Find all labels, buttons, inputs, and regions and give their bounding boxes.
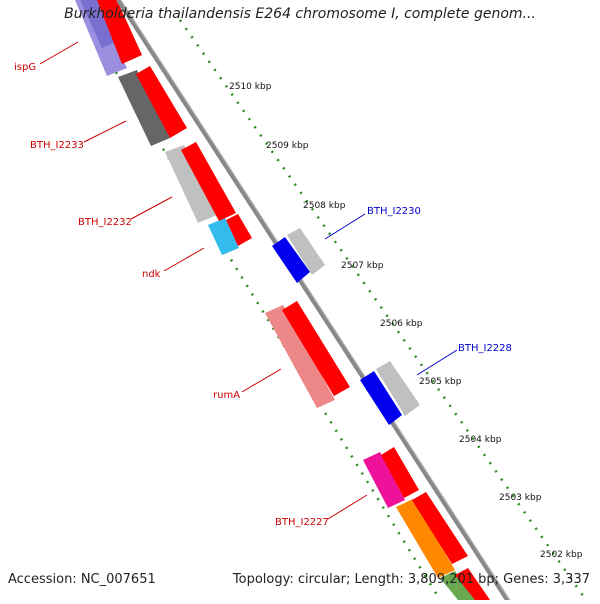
cds-blue-2: [360, 371, 402, 425]
accession-text: Accession: NC_007651: [8, 572, 156, 587]
ruler-label-2508: 2508 kbp: [303, 201, 346, 211]
ruler-label-2505: 2505 kbp: [419, 377, 462, 387]
cds-6: [381, 447, 419, 498]
ruler-label-2507: 2507 kbp: [341, 261, 384, 271]
ruler-label-2510: 2510 kbp: [229, 82, 272, 92]
cds-5: [282, 301, 350, 396]
BTH_I2232-leader: [130, 196, 173, 220]
ruler-label-2502: 2502 kbp: [540, 550, 583, 560]
BTH_I2233-box[interactable]: [118, 70, 170, 146]
cds-8: [455, 568, 490, 600]
forward-track: [97, 0, 490, 600]
BTH_I2232-box[interactable]: [165, 145, 217, 223]
BTH_I2227-box-pink[interactable]: [363, 452, 405, 508]
cds-7: [412, 492, 468, 564]
BTH_I2227-leader: [327, 494, 368, 520]
gene-label-rumA[interactable]: rumA: [213, 390, 240, 401]
BTH_I2228-box[interactable]: [376, 361, 420, 416]
gene-label-BTH_I2230[interactable]: BTH_I2230: [367, 206, 421, 217]
backbone-highlight: [120, 0, 511, 600]
BTH_I2230-leader: [324, 213, 366, 240]
next-gene-box-green[interactable]: [440, 571, 475, 600]
ruler-label-2503: 2503 kbp: [499, 493, 542, 503]
cds-3: [181, 142, 236, 221]
gene-labels: ispG BTH_I2233 BTH_I2232 ndk BTH_I2230 r…: [14, 41, 512, 528]
ruler-label-2504: 2504 kbp: [459, 435, 502, 445]
BTH_I2233-leader: [83, 120, 127, 143]
cds-1: [97, 0, 142, 64]
cds-4: [226, 214, 252, 246]
gene-label-ndk[interactable]: ndk: [142, 269, 161, 280]
gene-label-ispG[interactable]: ispG: [14, 62, 36, 73]
topology-text: Topology: circular; Length: 3,809,201 bp…: [232, 572, 590, 587]
ruler-labels: 2510 kbp 2509 kbp 2508 kbp 2507 kbp 2506…: [229, 82, 583, 560]
right-track: [272, 228, 420, 425]
gene-label-BTH_I2232[interactable]: BTH_I2232: [78, 217, 132, 228]
cds-2: [136, 66, 187, 138]
ruler-outer-line: [178, 19, 588, 600]
cds-blue-1: [272, 237, 310, 283]
ndk-leader: [163, 247, 205, 272]
BTH_I2228-leader: [416, 349, 458, 376]
ruler-label-2509: 2509 kbp: [266, 141, 309, 151]
ruler-label-2506: 2506 kbp: [380, 319, 423, 329]
map-title: Burkholderia thailandensis E264 chromoso…: [64, 6, 536, 22]
BTH_I2227-box-orange[interactable]: [396, 499, 455, 578]
backbone: [116, 0, 510, 600]
BTH_I2230-box[interactable]: [287, 228, 325, 275]
ndk-box[interactable]: [208, 218, 239, 255]
gene-label-BTH_I2227[interactable]: BTH_I2227: [275, 517, 329, 528]
ispG-box-shade: [80, 0, 120, 48]
ispG-leader: [39, 41, 79, 65]
gene-label-BTH_I2228[interactable]: BTH_I2228: [458, 343, 512, 354]
left-track: [75, 0, 475, 600]
rumA-box[interactable]: [265, 305, 335, 408]
gene-label-BTH_I2233[interactable]: BTH_I2233: [30, 140, 84, 151]
rumA-leader: [241, 368, 282, 393]
